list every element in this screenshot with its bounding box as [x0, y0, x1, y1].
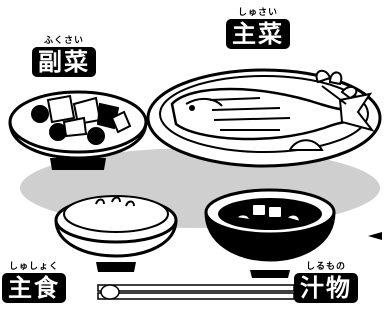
staple-food-title: 主食	[2, 273, 66, 303]
soup-label: しるもの 汁物	[294, 262, 358, 303]
side-dish-ruby: ふくさい	[43, 36, 84, 46]
main-dish-ruby: しゅさい	[237, 8, 278, 18]
main-dish-label: しゅさい 主菜	[226, 8, 290, 49]
side-dish-bowl-icon	[8, 90, 148, 170]
miso-soup-bowl-icon	[204, 188, 336, 278]
side-dish-title: 副菜	[32, 47, 96, 77]
chopsticks-icon	[97, 284, 295, 300]
staple-food-ruby: しゅしょく	[8, 262, 59, 272]
soup-ruby: しるもの	[305, 262, 346, 272]
main-dish-title: 主菜	[226, 19, 290, 49]
staple-food-label: しゅしょく 主食	[2, 262, 66, 303]
grilled-fish-plate-icon	[146, 68, 382, 168]
side-dish-label: ふくさい 副菜	[32, 36, 96, 77]
soup-title: 汁物	[294, 273, 358, 303]
arrow-icon	[368, 232, 382, 240]
rice-bowl-icon	[54, 195, 178, 272]
